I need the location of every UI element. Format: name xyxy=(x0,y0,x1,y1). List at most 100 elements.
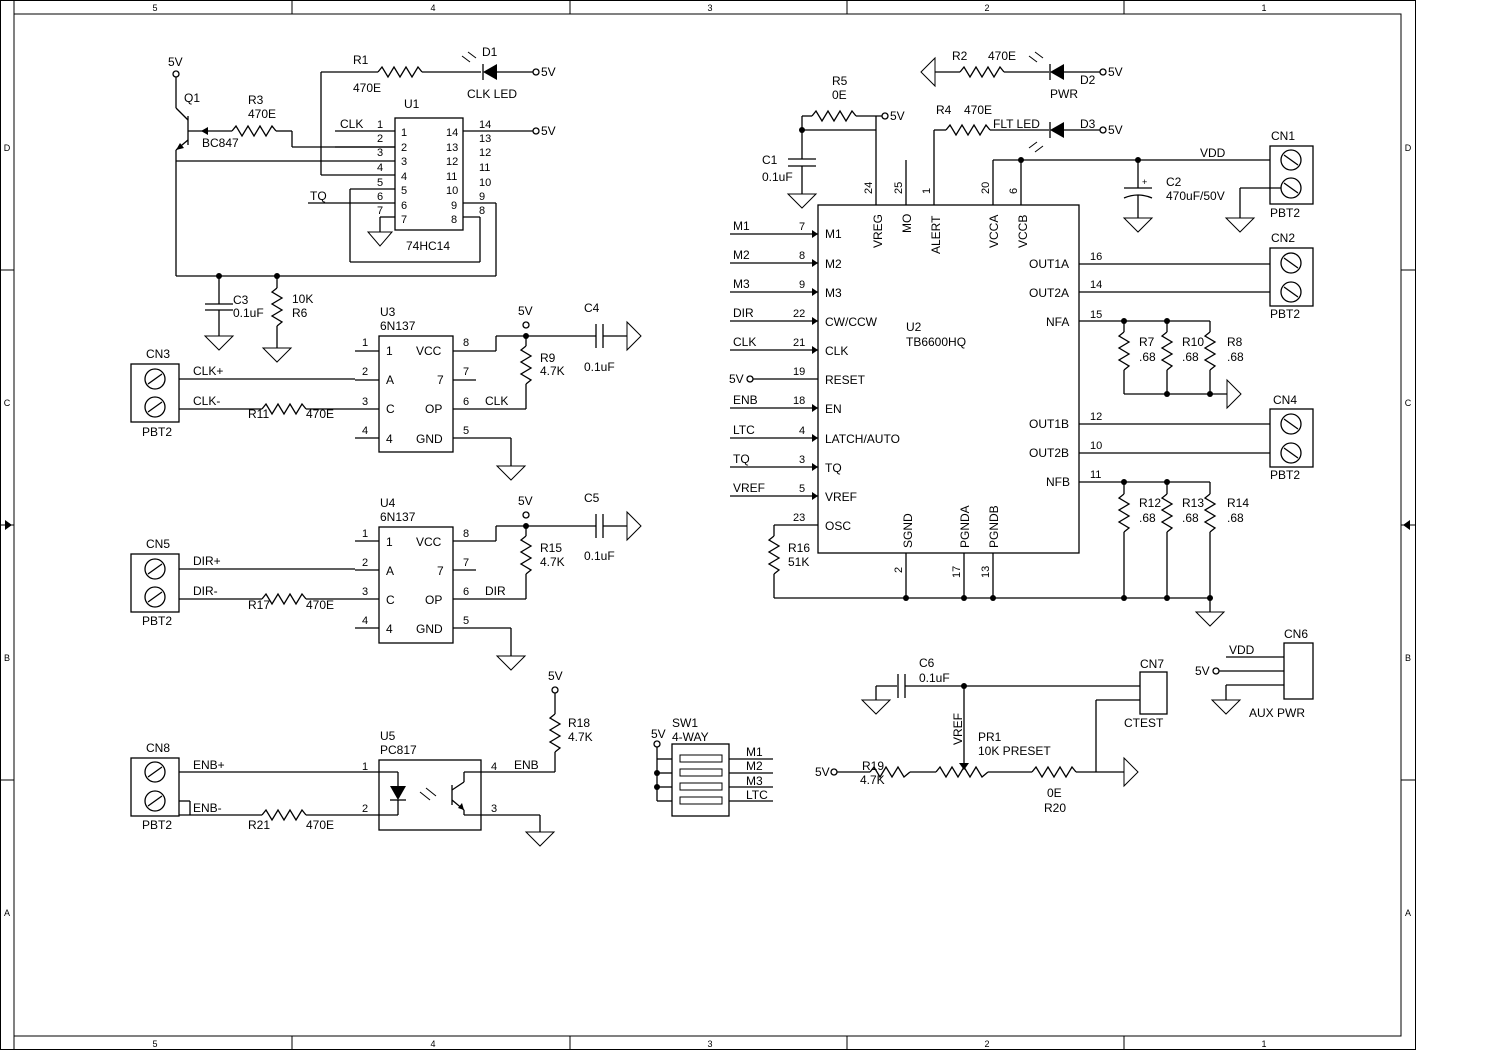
u2-pin-alert: ALERT xyxy=(929,215,943,254)
u4-5v-label: 5V xyxy=(518,494,533,508)
cn8-enb-minus: ENB- xyxy=(193,801,222,815)
r3-resistor xyxy=(231,124,277,138)
row-label: D xyxy=(1405,143,1412,153)
u2-pin-osc: OSC xyxy=(825,519,851,533)
r6-resistor xyxy=(270,287,284,327)
r17-ref: R17 xyxy=(248,598,270,612)
nfa-ground-icon xyxy=(1226,378,1242,410)
screw-icon xyxy=(1280,252,1302,274)
pin-number: 16 xyxy=(1090,251,1102,263)
u3-pin-gnd: GND xyxy=(416,432,443,446)
r10-ref: R10 xyxy=(1182,335,1204,349)
pin-number: 9 xyxy=(451,200,457,212)
u2-pin-out2b: OUT2B xyxy=(1029,446,1069,460)
cn6-name: AUX PWR xyxy=(1249,706,1305,720)
cn6-vdd-net: VDD xyxy=(1229,643,1255,657)
pin-number: 23 xyxy=(793,512,805,524)
screw-icon xyxy=(1280,442,1302,464)
c1-value: 0.1uF xyxy=(762,170,793,184)
u2-driver-section: U2 TB6600HQ M1 M2 M3 DIR CLK 5V ENB LTC … xyxy=(729,49,1314,627)
cn1-part: PBT2 xyxy=(1270,206,1300,220)
cn3-terminal-block xyxy=(130,363,180,423)
cn5-part: PBT2 xyxy=(142,614,172,628)
pin-number: 11 xyxy=(1090,469,1101,481)
pin-number: 6 xyxy=(377,191,383,203)
pin-number: 3 xyxy=(401,156,407,168)
u5-optocoupler-section: U5 PC817 CN8 PBT2 ENB+ ENB- R21 470E 1 2 xyxy=(130,669,593,847)
pin-number: 12 xyxy=(1090,411,1102,423)
q1-ref: Q1 xyxy=(184,91,200,105)
row-label: B xyxy=(1405,653,1411,663)
r7-ref: R7 xyxy=(1139,335,1155,349)
u4-chip xyxy=(378,526,454,644)
r19-resistor xyxy=(869,765,911,779)
screw-icon xyxy=(144,368,166,390)
u3-optocoupler-section: U3 6N137 1 A C 4 VCC 7 OP GND 1 2 3 4 8 … xyxy=(130,301,642,481)
pin-number: 21 xyxy=(793,337,805,349)
c4-ground-icon xyxy=(626,320,642,352)
r15-value: 4.7K xyxy=(540,555,565,569)
c6-ref: C6 xyxy=(919,656,935,670)
pin-number: 13 xyxy=(479,133,491,145)
u2-in-dir: DIR xyxy=(733,306,754,320)
r3-value: 470E xyxy=(248,107,276,121)
c3-ref: C3 xyxy=(233,293,249,307)
u3-part: 6N137 xyxy=(380,319,416,333)
sw1-part: 4-WAY xyxy=(672,730,709,744)
u3-pin-c: C xyxy=(386,402,395,416)
r10-resistor xyxy=(1160,331,1174,371)
r19-5v-label: 5V xyxy=(815,765,830,779)
cn8-terminal-block xyxy=(130,757,180,817)
row-label: A xyxy=(4,908,10,918)
pin-number: 1 xyxy=(921,188,933,194)
pin-number: 7 xyxy=(437,564,444,578)
r14-value: .68 xyxy=(1227,511,1244,525)
pin-number: 4 xyxy=(386,622,393,636)
c1-ground-icon xyxy=(786,193,818,209)
screw-icon xyxy=(144,396,166,418)
u2-in-m3: M3 xyxy=(733,277,750,291)
r16-value: 51K xyxy=(788,555,809,569)
d3-led-icon xyxy=(1028,122,1064,153)
d3-name: FLT LED xyxy=(993,117,1040,131)
d3-5v-label: 5V xyxy=(1108,123,1123,137)
cn1-ground-icon xyxy=(1224,217,1256,233)
u2-pin-nfa: NFA xyxy=(1046,315,1069,329)
pin-number: 20 xyxy=(980,182,992,194)
cn8-part: PBT2 xyxy=(142,818,172,832)
pin-number: 7 xyxy=(463,557,469,569)
pin-number: 4 xyxy=(386,432,393,446)
col-label: 1 xyxy=(1261,1039,1266,1049)
d1-name: CLK LED xyxy=(467,87,517,101)
sw1-m1-net: M1 xyxy=(746,745,763,759)
u2-pin-vref: VREF xyxy=(825,490,857,504)
u1-chip xyxy=(394,117,464,231)
u4-pin-a: A xyxy=(386,564,394,578)
r15-resistor xyxy=(519,535,533,575)
pin-number: 4 xyxy=(362,425,368,437)
r12-value: .68 xyxy=(1139,511,1156,525)
u5-ref: U5 xyxy=(380,729,396,743)
u2-driver-chip xyxy=(817,204,1080,554)
u2-pin-out1a: OUT1A xyxy=(1029,257,1069,271)
r21-value: 470E xyxy=(306,818,334,832)
cn7-test-connector xyxy=(1139,671,1168,715)
u2-in-ltc: LTC xyxy=(733,423,755,437)
u2-pin-m1: M1 xyxy=(825,227,842,241)
u5-part: PC817 xyxy=(380,743,417,757)
pr1-potentiometer xyxy=(935,765,989,779)
r10-value: .68 xyxy=(1182,350,1199,364)
pin-number: 2 xyxy=(401,142,407,154)
r6-ground-icon xyxy=(261,347,293,363)
pin-number: 4 xyxy=(401,171,407,183)
pin-number: 10 xyxy=(1090,440,1102,452)
u5-chip xyxy=(378,759,482,831)
r8-value: .68 xyxy=(1227,350,1244,364)
u1-ref: U1 xyxy=(404,97,420,111)
pin-number: 6 xyxy=(1008,188,1020,194)
r14-resistor xyxy=(1203,493,1217,533)
d3-ref: D3 xyxy=(1080,117,1096,131)
pin-number: 1 xyxy=(362,528,368,540)
r9-ref: R9 xyxy=(540,351,556,365)
